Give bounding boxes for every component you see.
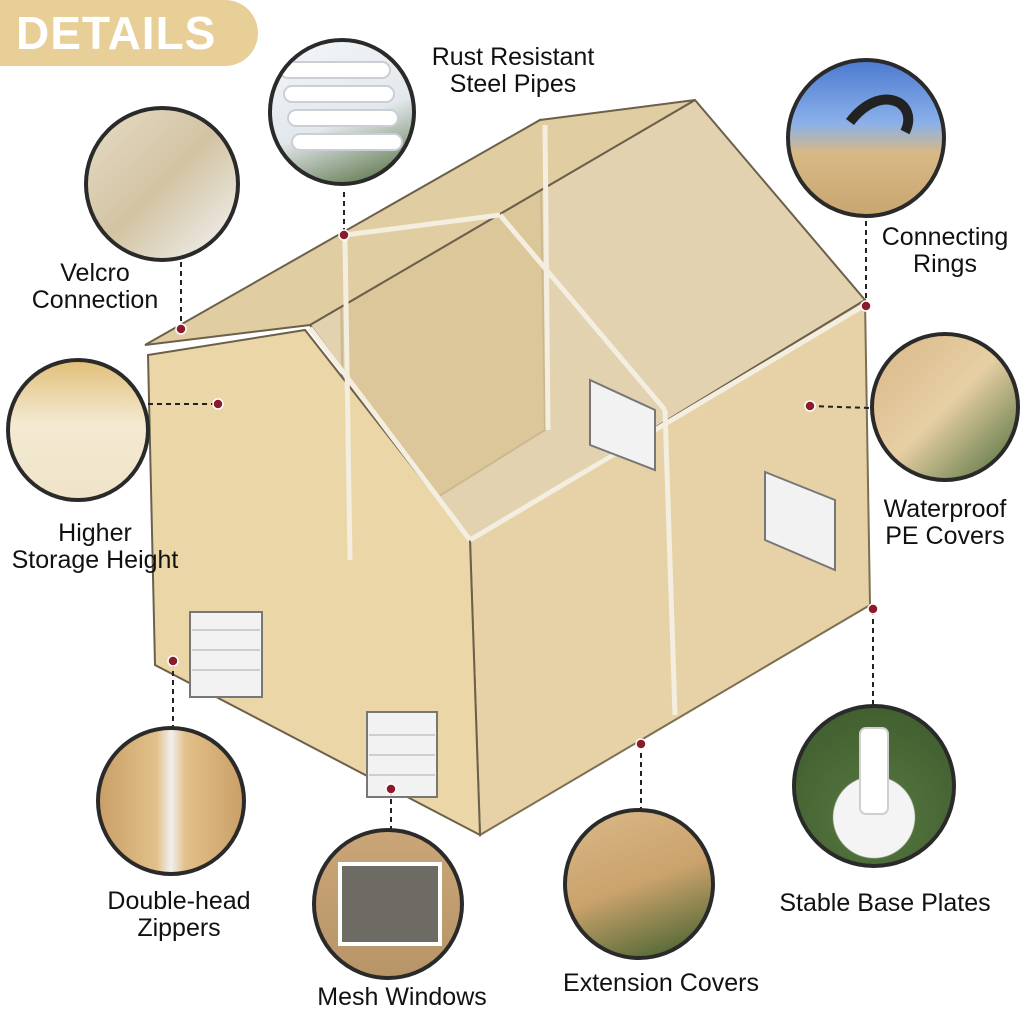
waterproof-photo [870,332,1020,482]
banner-title: DETAILS [16,7,217,59]
steel-pipes-label: Rust Resistant Steel Pipes [431,43,595,98]
extension-cover-label: Extension Covers [563,969,759,997]
base-pipe-icon [859,727,889,815]
pe-marker [804,400,816,412]
velcro-photo [84,106,240,262]
rings-photo [786,58,946,218]
base-plate-label: Stable Base Plates [779,889,991,917]
zipper-photo [96,726,246,876]
base-marker [867,603,879,615]
extension-marker [635,738,647,750]
waterproof-label: Waterproof PE Covers [883,495,1007,550]
zipper-label: Double-head Zippers [107,887,251,942]
mesh-window-label: Mesh Windows [317,983,487,1011]
storage-height-label: Higher Storage Height [11,519,179,574]
rings-marker [860,300,872,312]
ring-icon [846,94,914,135]
mesh-icon [338,862,442,946]
rings-label: Connecting Rings [881,223,1009,278]
mesh-marker [385,783,397,795]
mesh-window-photo [312,828,464,980]
velcro-label: Velcro Connection [31,259,159,314]
pipe-marker [338,229,350,241]
storage-height-photo [6,358,150,502]
zipper-marker [167,655,179,667]
velcro-marker [175,323,187,335]
details-banner: DETAILS [0,0,258,66]
pipes-icon [279,61,403,151]
base-plate-photo [792,704,956,868]
extension-cover-photo [563,808,715,960]
steel-pipes-photo [268,38,416,186]
height-marker [212,398,224,410]
